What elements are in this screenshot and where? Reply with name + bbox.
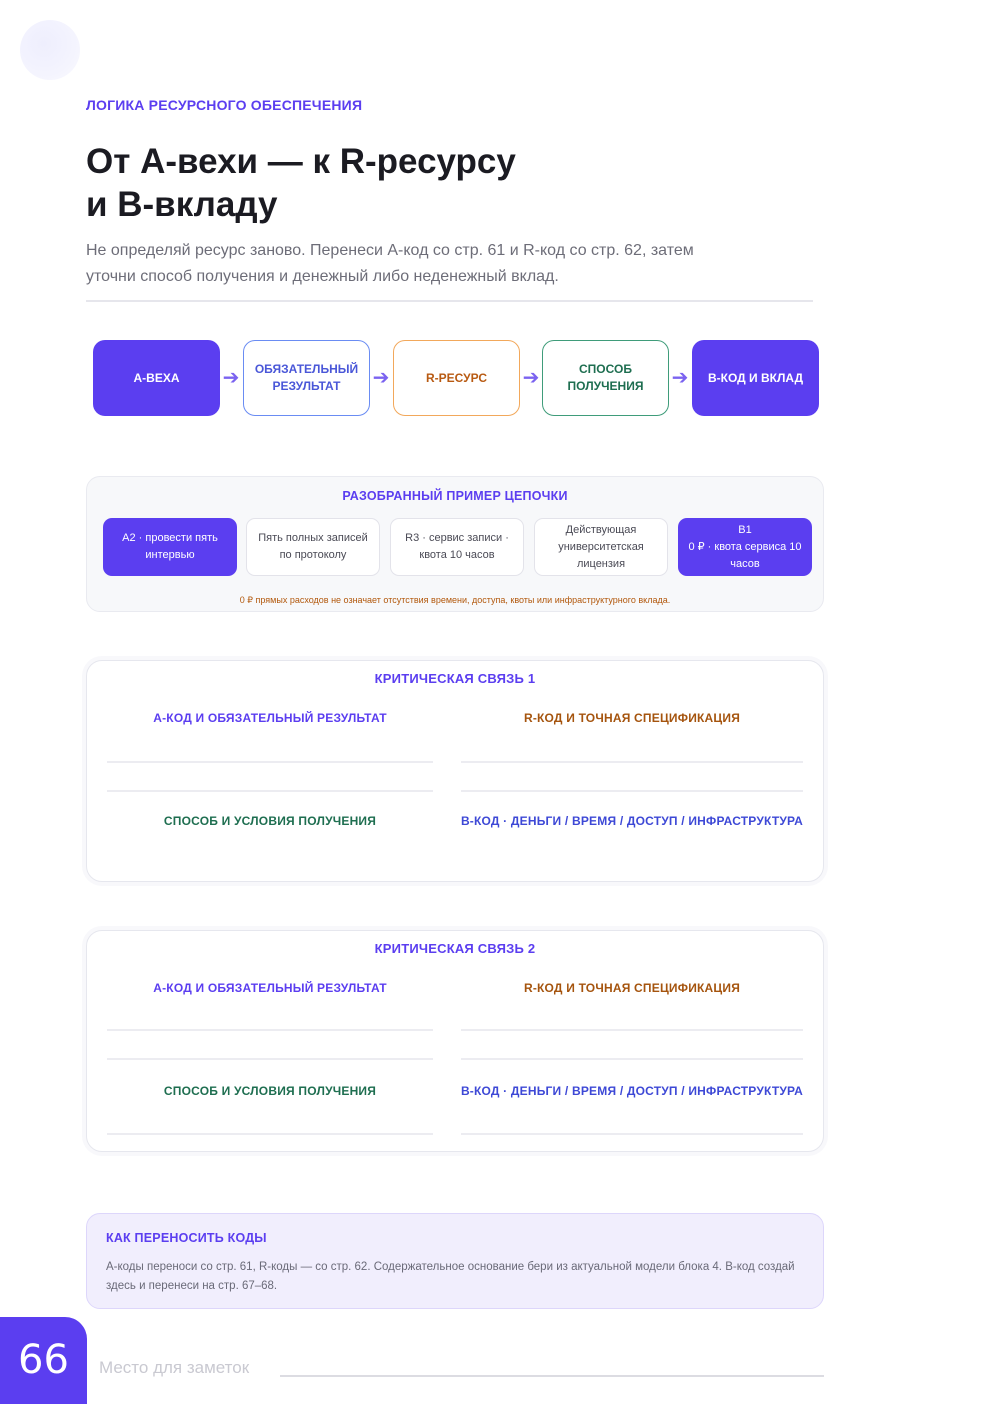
flow-step-required-result: ОБЯЗАТЕЛЬНЫЙ РЕЗУЛЬТАТ — [243, 340, 370, 416]
critical-link-card-2: КРИТИЧЕСКАЯ СВЯЗЬ 2 А-КОД И ОБЯЗАТЕЛЬНЫЙ… — [86, 930, 824, 1152]
info-text: А-коды переноси со стр. 61, R-коды — со … — [106, 1261, 795, 1292]
arrow-right-icon: ➔ — [671, 367, 689, 389]
method-label: СПОСОБ И УСЛОВИЯ ПОЛУЧЕНИЯ — [163, 814, 377, 828]
a-code-label: А-КОД И ОБЯЗАТЕЛЬНЫЙ РЕЗУЛЬТАТ — [153, 981, 387, 995]
logo-mark — [20, 20, 80, 80]
resource-flow: А-ВЕХА ➔ ОБЯЗАТЕЛЬНЫЙ РЕЗУЛЬТАТ ➔ R-РЕСУ… — [93, 340, 819, 416]
arrow-right-icon: ➔ — [372, 367, 390, 389]
divider — [86, 300, 813, 302]
title-line-2: и B-вкладу — [86, 185, 278, 224]
card-title: КРИТИЧЕСКАЯ СВЯЗЬ 1 — [374, 671, 536, 686]
method-label: СПОСОБ И УСЛОВИЯ ПОЛУЧЕНИЯ — [163, 1084, 377, 1098]
r-code-label: R-КОД И ТОЧНАЯ СПЕЦИФИКАЦИЯ — [523, 711, 741, 725]
flow-step-r-resource: R-РЕСУРС — [393, 340, 520, 416]
divider — [107, 1058, 433, 1060]
example-box-license: Действующая университетская лицензия — [534, 518, 668, 576]
arrow-right-icon: ➔ — [522, 367, 540, 389]
example-box-a2: A2 · провести пять интервью — [103, 518, 237, 576]
b-code-write-line[interactable] — [461, 1133, 803, 1135]
section-eyebrow: ЛОГИКА РЕСУРСНОГО ОБЕСПЕЧЕНИЯ — [86, 97, 363, 113]
notes-write-line[interactable] — [280, 1375, 824, 1377]
info-box: КАК ПЕРЕНОСИТЬ КОДЫ А-коды переноси со с… — [86, 1213, 824, 1309]
critical-link-card-1: КРИТИЧЕСКАЯ СВЯЗЬ 1 А-КОД И ОБЯЗАТЕЛЬНЫЙ… — [86, 660, 824, 882]
a-code-write-line[interactable] — [107, 761, 433, 763]
divider — [461, 790, 803, 792]
divider — [461, 1058, 803, 1060]
b-code-label: B-КОД · ДЕНЬГИ / ВРЕМЯ / ДОСТУП / ИНФРАС… — [460, 1084, 804, 1098]
example-box-r3: R3 · сервис записи · квота 10 часов — [390, 518, 524, 576]
notes-label: Место для заметок — [99, 1358, 250, 1377]
flow-step-b-code: B-КОД И ВКЛАД — [692, 340, 819, 416]
card-title: КРИТИЧЕСКАЯ СВЯЗЬ 2 — [374, 941, 536, 956]
method-write-line[interactable] — [107, 1133, 433, 1135]
r-code-label: R-КОД И ТОЧНАЯ СПЕЦИФИКАЦИЯ — [523, 981, 741, 995]
info-title: КАК ПЕРЕНОСИТЬ КОДЫ — [106, 1231, 267, 1245]
flow-step-acquisition-method: СПОСОБ ПОЛУЧЕНИЯ — [542, 340, 669, 416]
page-title: От А-вехи — к R-ресурсу и B-вкладу — [86, 140, 516, 226]
example-box-b1: B1 0 ₽ · квота сервиса 10 часов — [678, 518, 812, 576]
example-title: РАЗОБРАННЫЙ ПРИМЕР ЦЕПОЧКИ — [342, 489, 568, 503]
arrow-right-icon: ➔ — [222, 367, 240, 389]
page-subtitle: Не определяй ресурс заново. Перенеси А-к… — [86, 242, 694, 285]
worked-example-panel: РАЗОБРАННЫЙ ПРИМЕР ЦЕПОЧКИ A2 · провести… — [86, 476, 824, 612]
r-code-write-line[interactable] — [461, 1029, 803, 1031]
divider — [107, 790, 433, 792]
flow-step-a-milestone: А-ВЕХА — [93, 340, 220, 416]
r-code-write-line[interactable] — [461, 761, 803, 763]
page-number: 66 — [0, 1317, 87, 1404]
a-code-write-line[interactable] — [107, 1029, 433, 1031]
example-note: 0 ₽ прямых расходов не означает отсутств… — [239, 595, 671, 605]
example-box-result: Пять полных записей по протоколу — [246, 518, 380, 576]
title-line-1: От А-вехи — к R-ресурсу — [86, 142, 516, 181]
a-code-label: А-КОД И ОБЯЗАТЕЛЬНЫЙ РЕЗУЛЬТАТ — [153, 711, 387, 725]
b-code-label: B-КОД · ДЕНЬГИ / ВРЕМЯ / ДОСТУП / ИНФРАС… — [460, 814, 804, 828]
